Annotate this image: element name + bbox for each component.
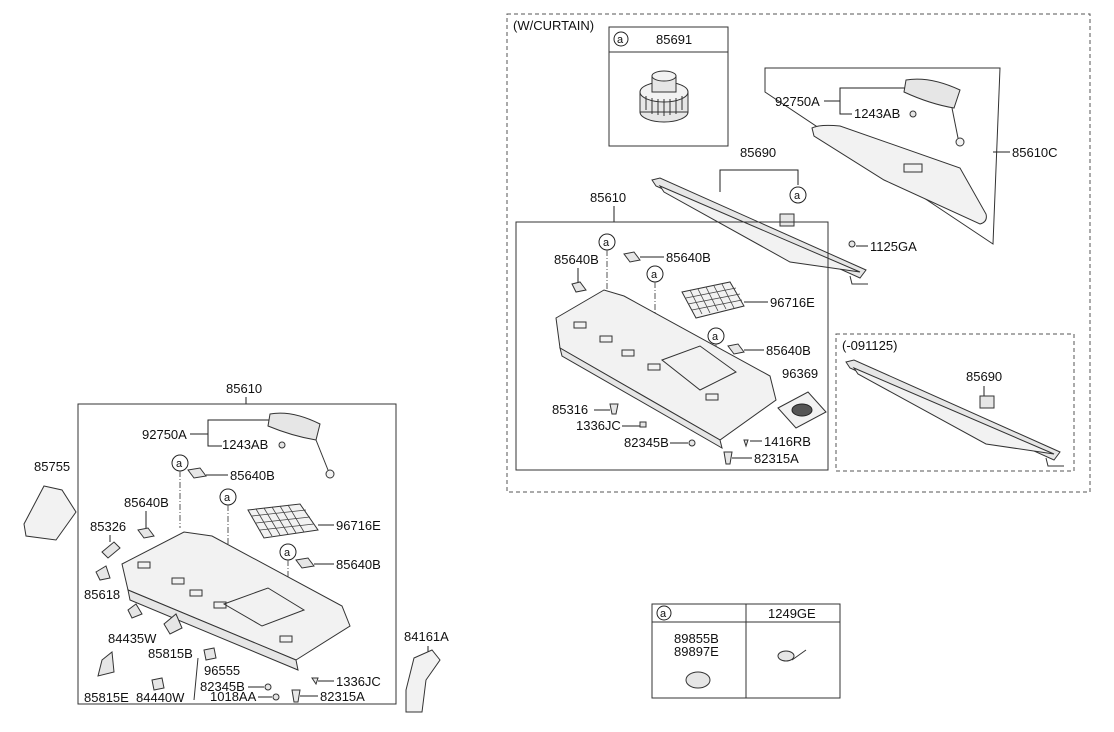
label-85640b-l3: 85640B bbox=[336, 557, 381, 572]
part-84435w bbox=[127, 603, 143, 619]
period-label: (-091125) bbox=[842, 338, 897, 353]
shelf-85610-right bbox=[555, 289, 777, 450]
svg-text:a: a bbox=[712, 331, 719, 343]
label-85815b: 85815B bbox=[148, 646, 193, 661]
label-85640b-l2: 85640B bbox=[124, 495, 169, 510]
mesh-96716e-right bbox=[681, 281, 745, 319]
label-84435w: 84435W bbox=[108, 631, 157, 646]
label-85640b-r1: 85640B bbox=[554, 252, 599, 267]
part-84440w bbox=[151, 677, 165, 691]
legend-a: a bbox=[660, 608, 667, 620]
gear-part-85691 bbox=[639, 70, 689, 123]
label-96716e-right: 96716E bbox=[770, 295, 815, 310]
lamp-part-right bbox=[903, 78, 965, 147]
label-1125ga: 1125GA bbox=[870, 239, 917, 254]
part-96555 bbox=[203, 647, 217, 661]
svg-text:a: a bbox=[176, 458, 183, 470]
svg-text:a: a bbox=[794, 190, 801, 202]
svg-text:a: a bbox=[224, 492, 231, 504]
label-85691: 85691 bbox=[656, 32, 692, 47]
legend-1249ge: 1249GE bbox=[768, 606, 816, 621]
label-82315a-right: 82315A bbox=[754, 451, 799, 466]
legend-89897e: 89897E bbox=[674, 644, 719, 659]
box-85610c bbox=[764, 67, 1001, 245]
svg-text:a: a bbox=[284, 547, 291, 559]
circle-a-85691 bbox=[613, 31, 629, 47]
curtain-85690-upper bbox=[651, 177, 868, 285]
label-85618: 85618 bbox=[84, 587, 120, 602]
box-85691 bbox=[608, 26, 729, 147]
w-curtain-frame bbox=[506, 13, 1091, 493]
label-96369: 96369 bbox=[782, 366, 818, 381]
label-85326: 85326 bbox=[90, 519, 126, 534]
trim-84161a bbox=[405, 649, 441, 713]
speaker-grille-96369 bbox=[777, 391, 827, 429]
label-85610-left: 85610 bbox=[226, 381, 262, 396]
label-85640b-r2: 85640B bbox=[666, 250, 711, 265]
box-85610-left bbox=[77, 403, 397, 705]
label-96555: 96555 bbox=[204, 663, 240, 678]
label-85316: 85316 bbox=[552, 402, 588, 417]
legend-89855b: 89855B bbox=[674, 631, 719, 646]
circle-a-curtain bbox=[789, 186, 807, 204]
svg-text:a: a bbox=[651, 269, 658, 281]
circle-a-text: a bbox=[617, 34, 624, 46]
label-85640b-r3: 85640B bbox=[766, 343, 811, 358]
box-85610-right bbox=[515, 221, 829, 471]
label-85690-lower: 85690 bbox=[966, 369, 1002, 384]
svg-text:a: a bbox=[603, 237, 610, 249]
part-85326 bbox=[101, 541, 121, 559]
label-1018aa: 1018AA bbox=[210, 689, 257, 704]
part-85815e bbox=[97, 651, 115, 677]
period-frame bbox=[835, 333, 1075, 472]
lamp-part-left bbox=[267, 412, 335, 479]
label-85610-right: 85610 bbox=[590, 190, 626, 205]
w-curtain-label: (W/CURTAIN) bbox=[513, 18, 594, 33]
label-85755: 85755 bbox=[34, 459, 70, 474]
label-85640b-l1: 85640B bbox=[230, 468, 275, 483]
label-96716e-left: 96716E bbox=[336, 518, 381, 533]
label-82315a-left: 82315A bbox=[320, 689, 365, 704]
label-92750a-right: 92750A bbox=[775, 94, 820, 109]
label-1336jc-left: 1336JC bbox=[336, 674, 381, 689]
label-85690-upper: 85690 bbox=[740, 145, 776, 160]
label-85815e: 85815E bbox=[84, 690, 129, 705]
screw-1249ge bbox=[777, 649, 807, 662]
label-84440w: 84440W bbox=[136, 690, 185, 705]
trim-85755 bbox=[23, 485, 77, 541]
label-92750a-left: 92750A bbox=[142, 427, 187, 442]
mesh-96716e-left bbox=[247, 503, 319, 539]
label-1336jc-right: 1336JC bbox=[576, 418, 621, 433]
shelf-85610-left bbox=[121, 531, 351, 671]
label-82345b-right: 82345B bbox=[624, 435, 669, 450]
label-1243ab-right: 1243AB bbox=[854, 106, 900, 121]
part-85815b bbox=[163, 613, 183, 635]
shelf-85610c bbox=[811, 124, 987, 225]
label-84161a: 84161A bbox=[404, 629, 449, 644]
label-1243ab-left: 1243AB bbox=[222, 437, 268, 452]
label-85610c: 85610C bbox=[1012, 145, 1058, 160]
part-85618 bbox=[95, 565, 111, 581]
label-1416rb: 1416RB bbox=[764, 434, 811, 449]
label-82345b-left: 82345B bbox=[200, 679, 245, 694]
curtain-85690-lower bbox=[845, 359, 1064, 467]
clip-89855b bbox=[685, 671, 711, 689]
